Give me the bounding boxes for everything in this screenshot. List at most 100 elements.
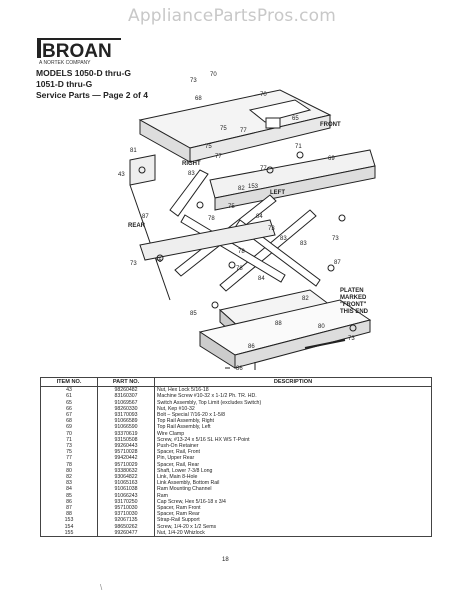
- callout-number: 86: [248, 344, 255, 350]
- label-left: LEFT: [270, 190, 285, 196]
- callout-number: 83: [300, 241, 307, 247]
- parts-table-header: ITEM NO. PART NO. DESCRIPTION: [40, 376, 432, 388]
- label-platen-1: PLATEN: [340, 288, 364, 294]
- callout-number: 80: [318, 324, 325, 330]
- label-platen-2: MARKED: [340, 295, 367, 301]
- description-cell: Machine Screw #10-32 x 1-1/2 Ph. TR. HD.: [154, 393, 432, 400]
- callout-number: 69: [328, 156, 335, 162]
- description-cell: Ram: [154, 492, 432, 499]
- callout-number: 70: [260, 92, 267, 98]
- col-part-no: PART NO.: [97, 376, 155, 388]
- label-rear: REAR: [128, 223, 146, 229]
- callout-number: 87: [334, 260, 341, 266]
- label-platen-4: THIS END: [340, 309, 369, 315]
- description-cell: Bolt – Special 7/16-20 x 1-5/8: [154, 412, 432, 419]
- callout-number: 87: [142, 214, 149, 220]
- callout-number: 73: [190, 78, 197, 84]
- callout-number: 82: [302, 296, 309, 302]
- description-cell: Switch Assembly, Top Limit (excludes Swi…: [154, 399, 432, 406]
- callout-number: 75: [205, 144, 212, 150]
- description-cell: Cap Screw, Hex 5/16-18 x 3/4: [154, 498, 432, 506]
- item-no-cell: 43: [40, 386, 98, 394]
- exploded-parts-diagram: RIGHT FRONT LEFT REAR PLATEN MARKED "FRO…: [70, 70, 410, 372]
- description-cell: Top Rail Assembly, Right: [154, 418, 432, 425]
- description-cell: Shaft, Lower 7-3/8 Long: [154, 467, 432, 475]
- callout-number: 77: [260, 166, 267, 172]
- svg-text:BROAN: BROAN: [42, 41, 112, 60]
- label-front: FRONT: [320, 122, 341, 128]
- callout-number: 43: [118, 172, 125, 178]
- model-line-2: 1051-D thru-G: [36, 79, 93, 89]
- description-cell: Screw, #13-24 x 5/16 SL HX WS T-Point: [154, 436, 432, 444]
- description-cell: Nut, Hex Lock 5/16-18: [154, 386, 432, 394]
- callout-number: 75: [220, 126, 227, 132]
- label-right: RIGHT: [182, 161, 201, 167]
- description-cell: Link, Main 8-Hole: [154, 474, 432, 481]
- callout-number: 86: [236, 366, 243, 370]
- description-cell: Push-On Retainer: [154, 443, 432, 450]
- callout-number: 77: [215, 154, 222, 160]
- callout-number: 81: [130, 148, 137, 154]
- callout-number: 76: [155, 258, 162, 264]
- model-line-3: Service Parts — Page 2 of 4: [36, 90, 148, 100]
- description-cell: Top Rail Assembly, Left: [154, 424, 432, 431]
- brand-tagline: A NORTEK COMPANY: [39, 60, 91, 66]
- description-cell: Spacer, Ram Front: [154, 505, 432, 512]
- description-cell: Strap-Rail Support: [154, 517, 432, 524]
- col-item-no: ITEM NO.: [40, 376, 98, 388]
- callout-number: 84: [258, 276, 265, 282]
- watermark: AppliancePartsPros.com: [127, 6, 336, 26]
- description-cell: Nut, 1/4-20 Whizlock: [154, 529, 432, 538]
- callout-number: 70: [210, 72, 217, 78]
- callout-number: 73: [332, 236, 339, 242]
- part-no-cell: 98260482: [97, 386, 155, 394]
- callout-number: 153: [248, 184, 259, 190]
- description-cell: Spacer, Rail, Front: [154, 449, 432, 456]
- scan-mark: \: [100, 583, 103, 592]
- description-cell: Pin, Upper Rear: [154, 455, 432, 462]
- description-cell: Spacer, Rail, Rear: [154, 461, 432, 468]
- broan-logo: BROAN: [37, 38, 127, 60]
- callout-number: 85: [190, 311, 197, 317]
- callout-number: 83: [280, 236, 287, 242]
- description-cell: Screw, 1/4-20 x 1/2 Sems: [154, 523, 432, 530]
- description-cell: Spacer, Ram Rear: [154, 511, 432, 518]
- callout-number: 75: [228, 204, 235, 210]
- page-number: 18: [222, 557, 229, 563]
- callout-number: 84: [256, 214, 263, 220]
- description-cell: Nut, Kep #10-32: [154, 405, 432, 413]
- callout-number: 83: [188, 171, 195, 177]
- description-cell: Wire Clamp: [154, 430, 432, 437]
- label-platen-3: "FRONT": [340, 302, 367, 308]
- description-cell: Ram Mounting Channel: [154, 486, 432, 493]
- callout-number: 78: [238, 249, 245, 255]
- part-no-cell: 99260477: [97, 529, 155, 538]
- callout-number: 73: [130, 261, 137, 267]
- col-description: DESCRIPTION: [154, 376, 432, 388]
- callout-number: 68: [195, 96, 202, 102]
- callout-number: 78: [208, 216, 215, 222]
- item-no-cell: 155: [40, 529, 98, 538]
